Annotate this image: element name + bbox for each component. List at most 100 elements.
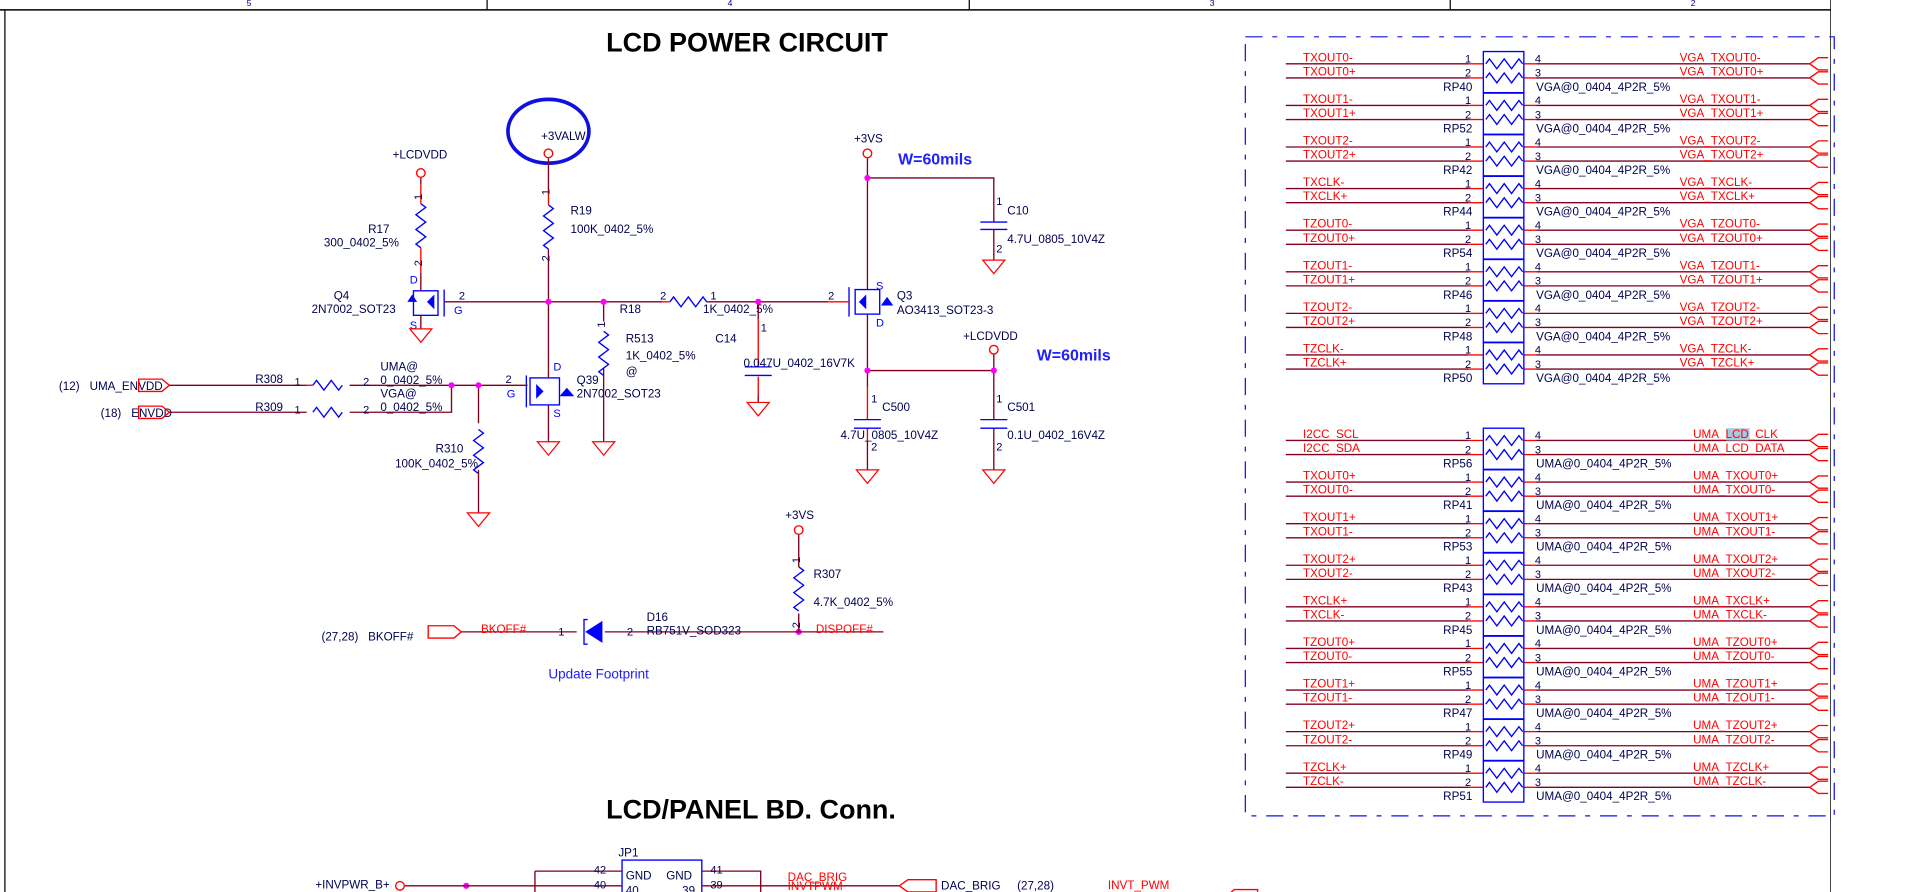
resistor-icon bbox=[1485, 196, 1524, 209]
resistor-pack-body bbox=[1482, 760, 1525, 803]
pin-number: 1 bbox=[1465, 472, 1471, 484]
r310-resistor[interactable]: R310 100K_0402_5% bbox=[395, 385, 491, 528]
net-label: TXOUT0- bbox=[1303, 484, 1353, 497]
offpage-connector-icon bbox=[1808, 475, 1829, 489]
value-label: 300_0402_5% bbox=[324, 237, 399, 250]
c10-capacitor[interactable]: 1 2 C10 4.7U_0805_10V4Z bbox=[980, 196, 1105, 275]
resistor-icon bbox=[1485, 279, 1524, 292]
r19-resistor[interactable]: +3VALW 1 2 R19 100K_0402_5% bbox=[506, 97, 653, 369]
r307-resistor[interactable]: +3VS 1 2 R307 4.7K_0402_5% bbox=[785, 509, 893, 632]
offpage-connector-icon bbox=[1808, 112, 1829, 127]
net-label: TZOUT1- bbox=[1303, 259, 1352, 272]
offpage-connector-icon bbox=[1808, 738, 1829, 753]
resistor-icon bbox=[414, 203, 427, 249]
net-label: UMA_TXCLK- bbox=[1693, 609, 1767, 622]
offpage-connector-icon bbox=[1808, 348, 1829, 362]
net-label: VGA_TXOUT1- bbox=[1680, 93, 1761, 106]
r309-resistor[interactable]: R309 1 2 VGA@ 0_0402_5% bbox=[169, 385, 453, 419]
c501-capacitor[interactable]: 1 2 C501 0.1U_0402_16V4Z bbox=[980, 370, 1105, 485]
pin-number: 2 bbox=[828, 290, 834, 302]
pin-number: 2 bbox=[1465, 276, 1471, 288]
q3-mosfet[interactable]: +3VS S D 2 Q3 AO3413_SOT23-3 W=60mils bbox=[828, 132, 995, 372]
power-terminal-icon bbox=[415, 168, 426, 178]
net-label: DISPOFF# bbox=[816, 623, 873, 636]
pin-number: 3 bbox=[1535, 611, 1541, 623]
bkoff-port[interactable]: (27,28) BKOFF# bbox=[321, 625, 463, 644]
resistor-icon bbox=[1485, 307, 1524, 320]
resistor-icon bbox=[1485, 531, 1524, 544]
c500-capacitor[interactable]: 1 2 C500 4.7U_0805_10V4Z bbox=[840, 370, 938, 485]
pin-number: 1 bbox=[558, 627, 564, 639]
pin-number: 1 bbox=[541, 189, 553, 195]
net-label: TZOUT0+ bbox=[1303, 636, 1355, 649]
rail-label: +LCDVDD bbox=[963, 330, 1018, 343]
net-label: TZOUT0- bbox=[1303, 218, 1352, 231]
pin-number: 3 bbox=[1535, 569, 1541, 581]
r513-resistor[interactable]: 1 R513 1K_0402_5% @ bbox=[591, 301, 696, 457]
ref-label: R309 bbox=[255, 401, 283, 414]
net-label: I2CC_SDA bbox=[1303, 442, 1360, 455]
jp1-connector[interactable]: JP1 42 40 38 41 39 37 GND GND 40 39 +INV… bbox=[315, 846, 1259, 892]
net-label: VGA_TZOUT2+ bbox=[1680, 315, 1763, 328]
resistor-icon bbox=[669, 295, 708, 308]
pin-number: 42 bbox=[594, 865, 606, 877]
net-label: BKOFF# bbox=[481, 623, 527, 636]
uma-envdd-port[interactable]: (12) UMA_ENVDD bbox=[59, 378, 171, 393]
net-label: TXCLK+ bbox=[1303, 190, 1348, 203]
net-label: TXCLK- bbox=[1303, 176, 1345, 189]
net-label: UMA_TZOUT1- bbox=[1693, 692, 1775, 705]
port-name: DAC_BRIG bbox=[941, 880, 1001, 892]
ref-label: R307 bbox=[813, 568, 841, 581]
value-label: 0.1U_0402_16V4Z bbox=[1007, 429, 1105, 442]
pin-number: 2 bbox=[541, 255, 553, 261]
power-terminal-icon bbox=[395, 880, 405, 891]
ref-label: C14 bbox=[715, 332, 737, 345]
net-label: VGA_TXOUT2- bbox=[1680, 135, 1761, 148]
d16-diode[interactable]: BKOFF# 1 2 D16 RB751V_SOD323 DISPOFF# Up… bbox=[461, 611, 884, 682]
ref-label: RP45 bbox=[1443, 624, 1472, 637]
value-label: 0_0402_5% bbox=[380, 374, 442, 387]
r18-resistor[interactable]: 2 1 R18 1K_0402_5% bbox=[548, 290, 829, 316]
pin-number: 2 bbox=[1465, 192, 1471, 204]
q4-mosfet[interactable]: D G S 2 Q4 2N7002_SOT23 bbox=[312, 272, 549, 344]
pin-label: 39 bbox=[682, 884, 695, 892]
port-name: UMA_ENVDD bbox=[90, 380, 163, 393]
r17-resistor[interactable]: +LCDVDD 1 2 R17 300_0402_5% bbox=[324, 148, 447, 273]
offpage-connector-icon bbox=[1808, 223, 1829, 237]
value-label: UMA@0_0404_4P2R_5% bbox=[1536, 707, 1671, 720]
q39-mosfet[interactable]: D G S 2 Q39 2N7002_SOT23 bbox=[505, 362, 661, 457]
net-label: DAC_BRIG bbox=[788, 871, 848, 884]
pin-number: 2 bbox=[363, 376, 369, 388]
envdd-port[interactable]: (18) ENVDD bbox=[101, 405, 172, 420]
value-label: 2N7002_SOT23 bbox=[577, 388, 661, 401]
offpage-connector-icon bbox=[1808, 71, 1829, 85]
ref-label: R18 bbox=[620, 303, 641, 316]
r308-resistor[interactable]: R308 1 2 UMA@ 0_0402_5% bbox=[169, 361, 528, 392]
pin-label: GND bbox=[666, 870, 692, 883]
pin-number: 2 bbox=[1465, 359, 1471, 371]
resistor-icon bbox=[1485, 476, 1524, 489]
value-label: UMA@0_0404_4P2R_5% bbox=[1536, 541, 1671, 554]
value-label: 0_0402_5% bbox=[380, 401, 442, 414]
c14-capacitor[interactable]: 1 C14 0.047U_0402_16V7K bbox=[715, 301, 855, 417]
resistor-icon bbox=[312, 406, 343, 419]
power-terminal-icon bbox=[543, 148, 554, 159]
net-label: TXOUT1- bbox=[1303, 93, 1353, 106]
